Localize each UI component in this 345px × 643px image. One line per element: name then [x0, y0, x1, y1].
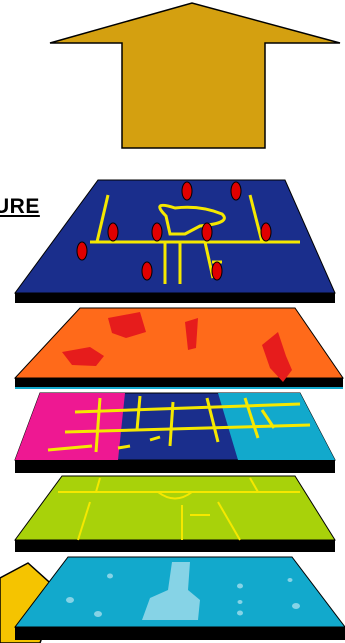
marker — [212, 262, 222, 280]
marker — [261, 223, 271, 241]
marker — [142, 262, 152, 280]
structure-layer-edge — [15, 293, 335, 303]
land-use-layer — [15, 393, 335, 473]
up-arrow — [50, 3, 340, 148]
marker — [202, 223, 212, 241]
marker — [152, 223, 162, 241]
layer-caption: URE — [0, 196, 40, 217]
structure-layer — [15, 180, 335, 303]
orange-layer — [15, 308, 343, 388]
land-use-layer-edge — [15, 460, 335, 473]
orange-layer-edge — [15, 378, 343, 388]
marker — [182, 182, 192, 200]
water-layer — [15, 557, 345, 640]
water-layer-edge — [15, 627, 345, 640]
marker — [231, 182, 241, 200]
marker — [108, 223, 118, 241]
structure-layer-plane — [15, 180, 335, 293]
magenta-zone — [15, 393, 125, 460]
green-layer-edge — [15, 540, 335, 552]
marker — [77, 242, 87, 260]
green-layer-plane — [15, 476, 335, 540]
orange-layer-plane — [15, 308, 343, 378]
green-layer — [15, 476, 335, 552]
